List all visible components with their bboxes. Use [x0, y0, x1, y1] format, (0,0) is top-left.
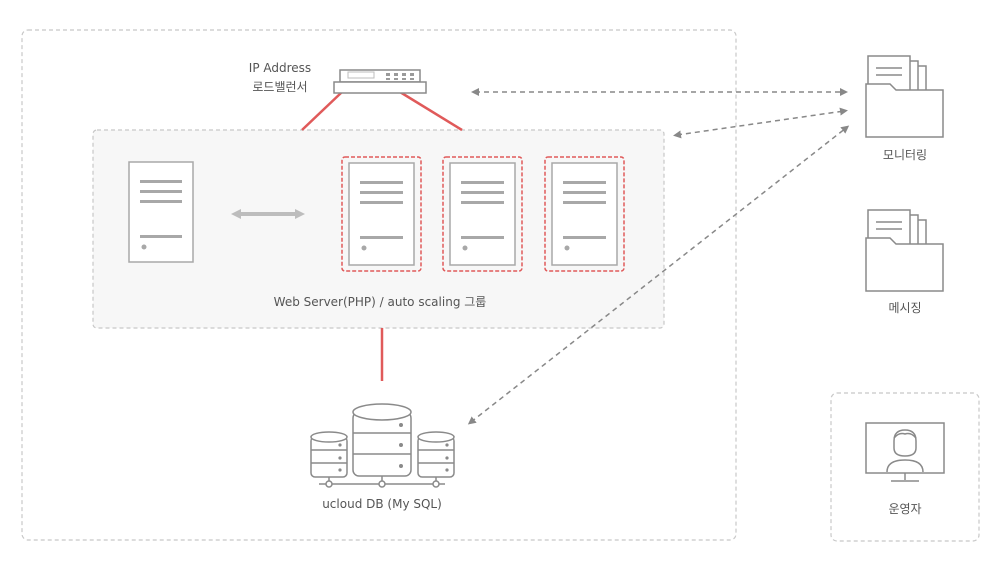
- web-group-label: Web Server(PHP) / auto scaling 그룹: [273, 295, 487, 309]
- lb-to-group-link-right: [399, 90, 463, 132]
- monitoring-label: 모니터링: [882, 148, 928, 162]
- scaled-server-3: [544, 156, 625, 272]
- database-label: ucloud DB (My SQL): [322, 497, 442, 511]
- db-monitoring-arrow: [467, 125, 850, 425]
- lb-to-group-link-left: [301, 91, 343, 131]
- database-cluster-icon: [310, 403, 455, 478]
- db-status-dots: [338, 423, 449, 472]
- operator-monitor-icon: [865, 422, 945, 482]
- messaging-label: 메시징: [888, 301, 922, 315]
- operator-box: [830, 392, 980, 542]
- operator-label: 운영자: [888, 502, 922, 516]
- folder-icon: [865, 55, 944, 138]
- scaled-server-2: [442, 156, 523, 272]
- folder-icon: [865, 209, 944, 292]
- standalone-server-icon: [128, 161, 194, 263]
- scaled-server-1: [341, 156, 422, 272]
- load-balancer-title: IP Address: [248, 61, 312, 75]
- group-monitoring-arrow: [673, 107, 848, 139]
- db-network-line: [319, 476, 445, 488]
- load-balancer-subtitle: 로드밸런서: [252, 80, 308, 94]
- network-switch-icon: [333, 69, 427, 94]
